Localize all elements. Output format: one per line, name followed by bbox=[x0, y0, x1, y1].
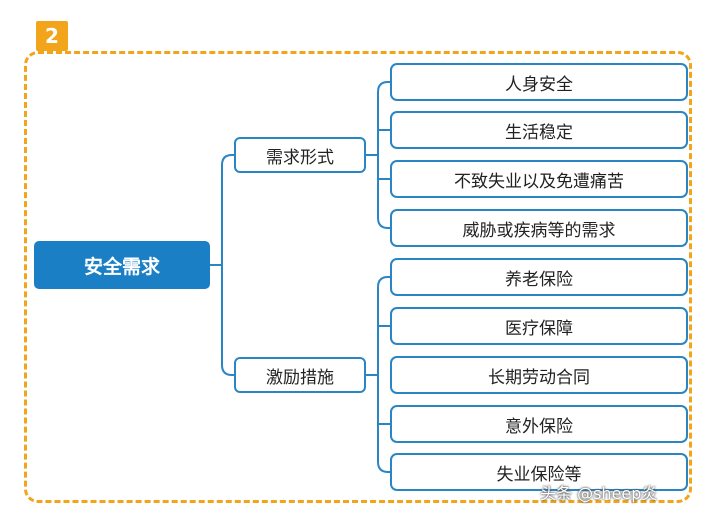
watermark-text: 头条 @sheep炎 bbox=[540, 484, 658, 503]
leaf-node: 失业保险等 bbox=[390, 453, 688, 491]
leaf-node: 长期劳动合同 bbox=[390, 356, 688, 394]
leaf-node: 意外保险 bbox=[390, 405, 688, 443]
leaf-node: 生活稳定 bbox=[390, 111, 688, 149]
branch-node-incentives: 激励措施 bbox=[234, 357, 366, 393]
leaf-node: 养老保险 bbox=[390, 258, 688, 296]
leaf-node: 人身安全 bbox=[390, 63, 688, 101]
dashed-frame bbox=[24, 51, 692, 503]
leaf-node: 威胁或疾病等的需求 bbox=[390, 209, 688, 247]
section-number-badge: 2 bbox=[36, 21, 68, 51]
leaf-node: 医疗保障 bbox=[390, 307, 688, 345]
branch-node-demand-forms: 需求形式 bbox=[234, 137, 366, 173]
root-node: 安全需求 bbox=[34, 241, 210, 289]
leaf-node: 不致失业以及免遭痛苦 bbox=[390, 160, 688, 198]
